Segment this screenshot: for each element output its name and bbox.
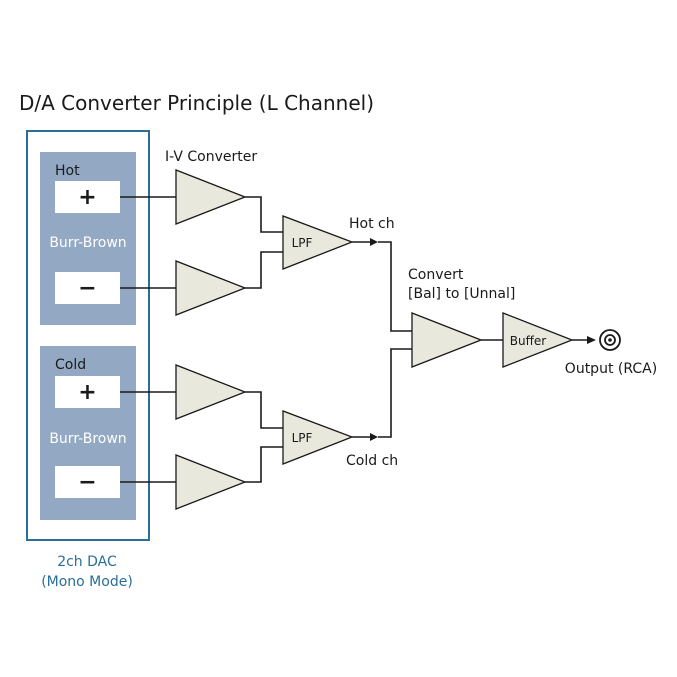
dac-hot-minus-box bbox=[55, 272, 120, 304]
iv-amp-cold-plus bbox=[175, 364, 247, 420]
rca-jack-icon bbox=[599, 329, 621, 351]
wire-iv-to-lpf-hot-1 bbox=[245, 196, 283, 233]
dac-caption-line2: (Mono Mode) bbox=[41, 574, 133, 590]
arrow-hot-ch bbox=[370, 238, 378, 246]
diagram-title: D/A Converter Principle (L Channel) bbox=[19, 91, 374, 115]
buffer-amp bbox=[502, 312, 574, 368]
dac-hot-chip-label: Burr-Brown bbox=[49, 235, 126, 251]
wire-iv-to-lpf-hot-2 bbox=[245, 251, 283, 289]
iv-amp-cold-minus bbox=[175, 454, 247, 510]
dac-hot-label: Hot bbox=[55, 163, 80, 179]
buffer-label: Buffer bbox=[510, 334, 546, 348]
dac-cold-label: Cold bbox=[55, 357, 86, 373]
dac-hot-plus-box bbox=[55, 181, 120, 213]
arrow-cold-ch bbox=[370, 433, 378, 441]
dac-hot-minus-sign: − bbox=[78, 276, 96, 301]
arrow-output bbox=[587, 336, 596, 344]
lpf-hot-label: LPF bbox=[292, 236, 313, 250]
dac-hot-plus-sign: + bbox=[78, 185, 96, 210]
wire-iv-to-lpf-cold-1 bbox=[245, 391, 283, 429]
cold-ch-label: Cold ch bbox=[346, 453, 398, 469]
convert-amp bbox=[411, 312, 483, 368]
dac-cold-chip-label: Burr-Brown bbox=[49, 431, 126, 447]
lpf-cold bbox=[282, 410, 354, 465]
wire-hot-to-convert bbox=[378, 241, 412, 332]
dac-cold-minus-box bbox=[55, 466, 120, 498]
lpf-hot bbox=[282, 215, 354, 270]
iv-amp-hot-plus bbox=[175, 169, 247, 225]
wire-iv-to-lpf-cold-2 bbox=[245, 446, 283, 483]
dac-cold-plus-box bbox=[55, 376, 120, 408]
dac-outline bbox=[26, 130, 150, 541]
iv-amp-hot-minus bbox=[175, 260, 247, 316]
iv-converter-label: I-V Converter bbox=[165, 149, 257, 165]
lpf-cold-label: LPF bbox=[292, 431, 313, 445]
convert-label-line2: [Bal] to [Unnal] bbox=[408, 286, 515, 302]
wire-cold-to-convert bbox=[378, 348, 412, 438]
dac-cold-minus-sign: − bbox=[78, 470, 96, 495]
hot-ch-label: Hot ch bbox=[349, 216, 395, 232]
convert-label-line1: Convert bbox=[408, 267, 464, 283]
output-label: Output (RCA) bbox=[565, 361, 657, 377]
dac-caption-line1: 2ch DAC bbox=[57, 554, 117, 570]
dac-cold-plus-sign: + bbox=[78, 380, 96, 405]
